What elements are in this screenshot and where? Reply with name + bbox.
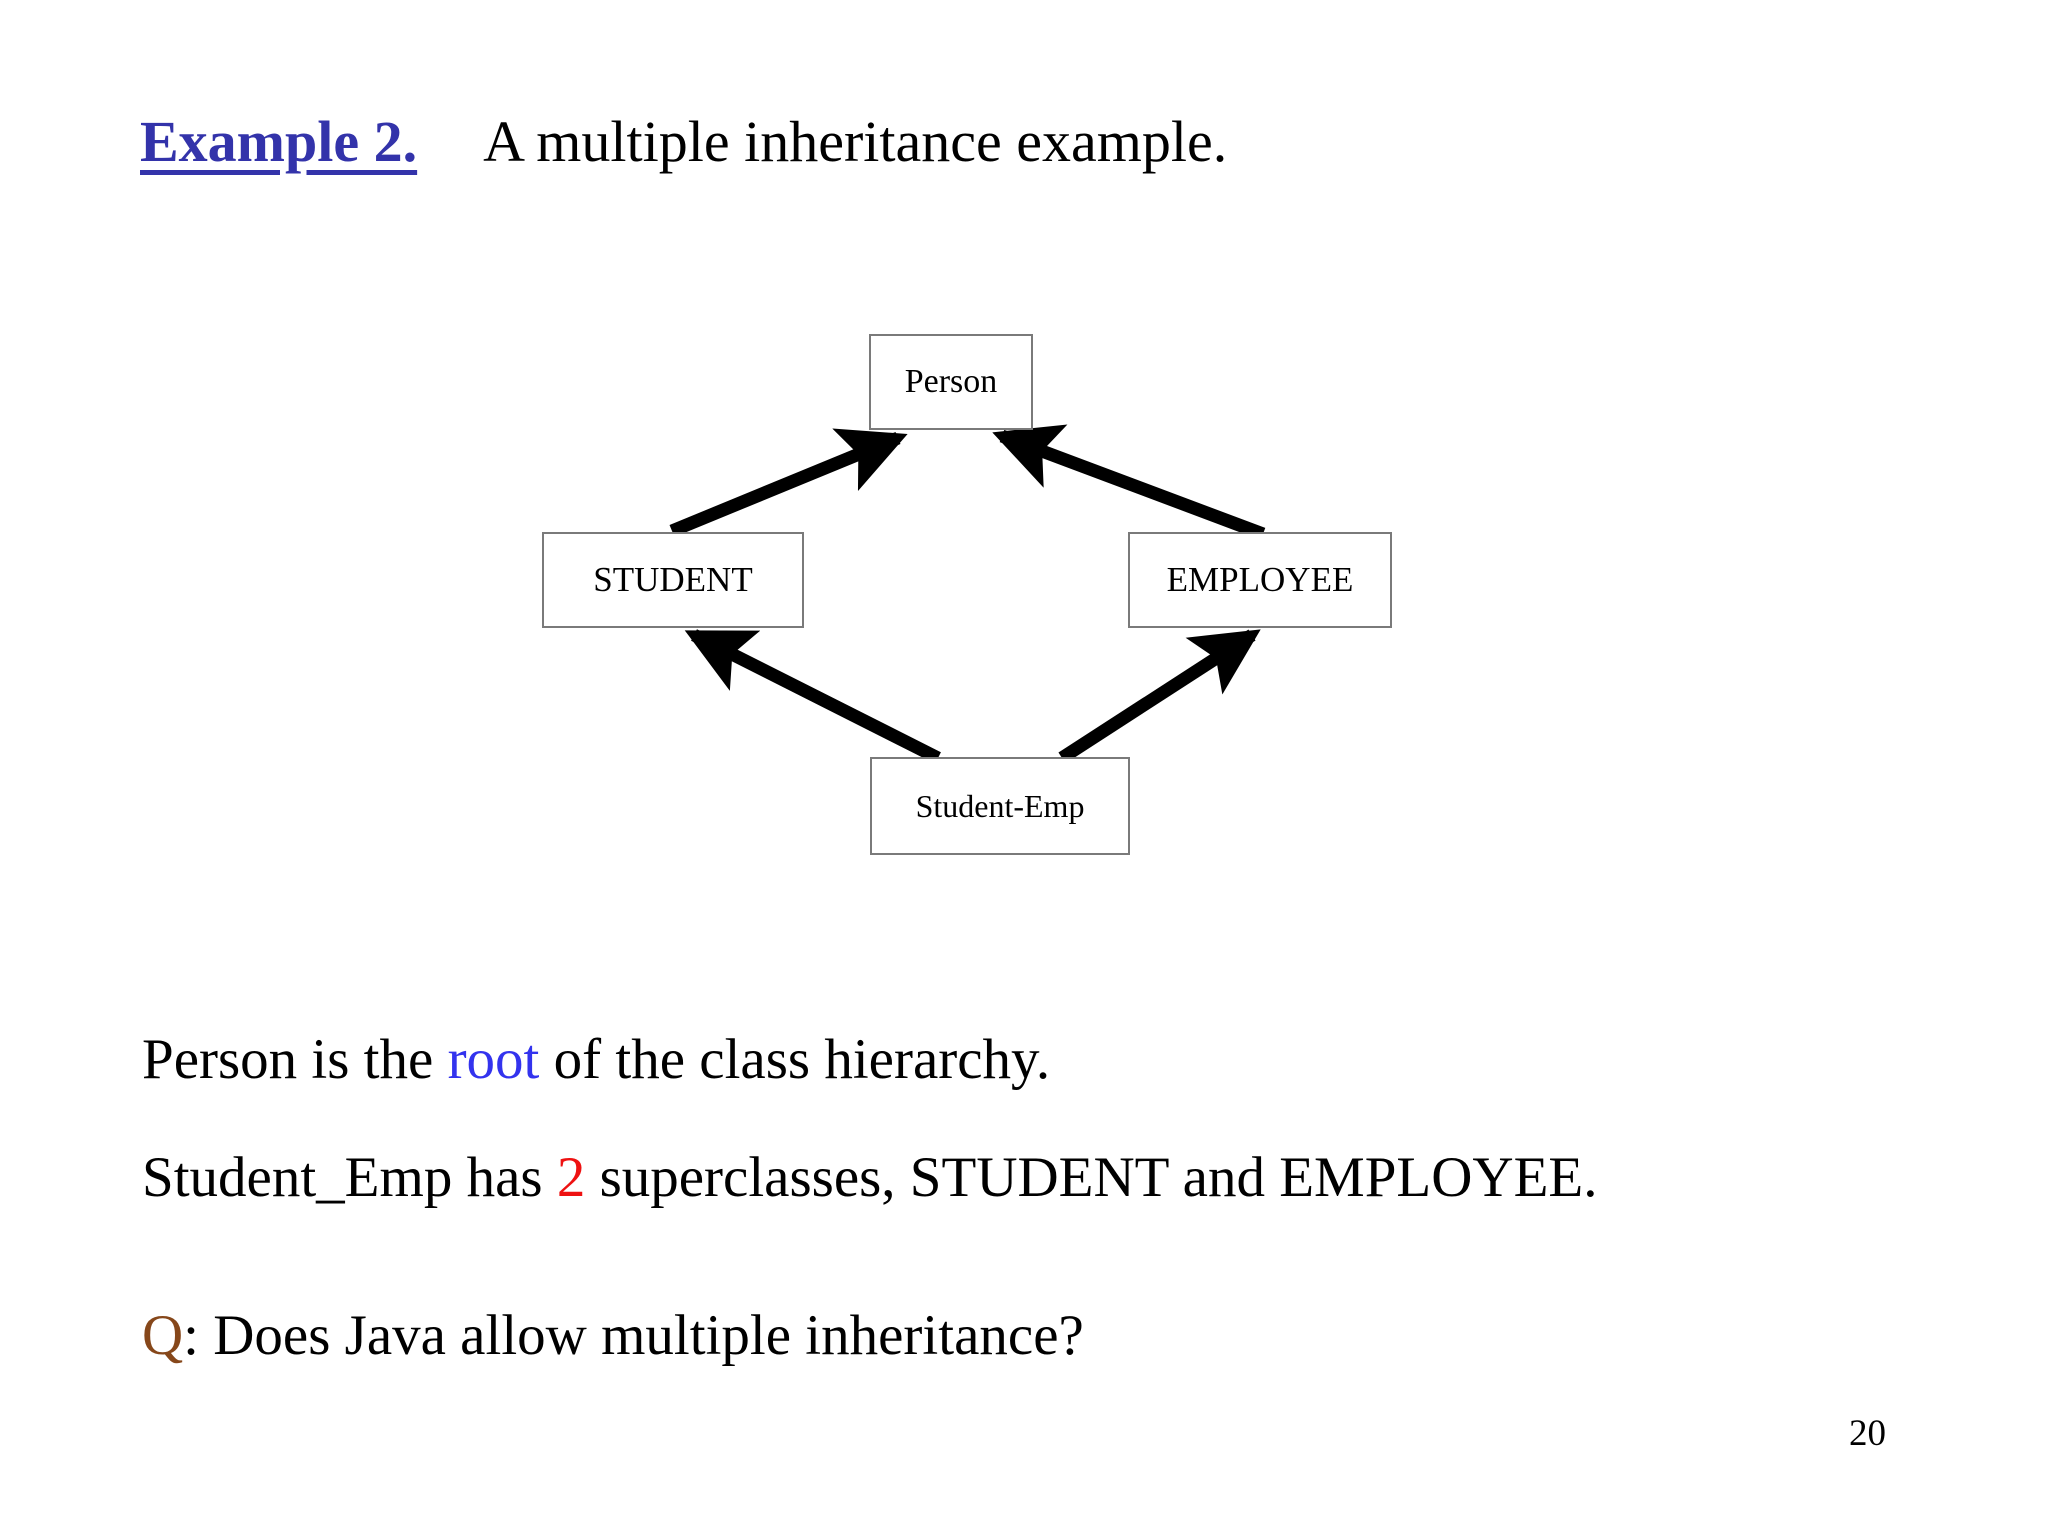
example-label: Example 2. xyxy=(140,109,418,174)
slide-title-row: Example 2. A multiple inheritance exampl… xyxy=(140,108,1227,175)
class-node-employee[interactable]: EMPLOYEE xyxy=(1128,532,1392,628)
body-line-root: Person is the root of the class hierarch… xyxy=(142,1030,1050,1090)
body-line-superclasses-part-a: Student_Emp has xyxy=(142,1146,557,1209)
class-node-person[interactable]: Person xyxy=(869,334,1033,430)
body-line-root-part-b: of the class hierarchy. xyxy=(539,1028,1051,1091)
edge-employee-to-person xyxy=(992,424,1266,541)
class-node-student-emp-label: Student-Emp xyxy=(915,787,1085,824)
page-title: A multiple inheritance example. xyxy=(483,109,1228,174)
class-node-student-emp[interactable]: Student-Emp xyxy=(870,757,1130,855)
body-line-superclasses-part-b: superclasses, STUDENT and EMPLOYEE. xyxy=(585,1146,1598,1209)
body-line-root-part-a: Person is the xyxy=(142,1028,448,1091)
class-node-employee-label: EMPLOYEE xyxy=(1166,560,1354,599)
highlight-count: 2 xyxy=(556,1146,586,1209)
edge-studentemp-to-employee xyxy=(1058,629,1261,764)
edge-studentemp-to-student xyxy=(684,629,941,764)
question-prefix: Q xyxy=(142,1304,184,1367)
highlight-root: root xyxy=(447,1028,540,1091)
body-line-superclasses: Student_Emp has 2 superclasses, STUDENT … xyxy=(142,1148,1597,1208)
body-line-question: Q: Does Java allow multiple inheritance? xyxy=(142,1306,1084,1366)
class-node-student[interactable]: STUDENT xyxy=(542,532,804,628)
page-number: 20 xyxy=(1849,1413,1886,1454)
class-node-person-label: Person xyxy=(904,363,998,400)
class-node-student-label: STUDENT xyxy=(593,560,753,599)
body-line-question-text: : Does Java allow multiple inheritance? xyxy=(183,1304,1084,1367)
edge-student-to-person xyxy=(669,428,908,538)
